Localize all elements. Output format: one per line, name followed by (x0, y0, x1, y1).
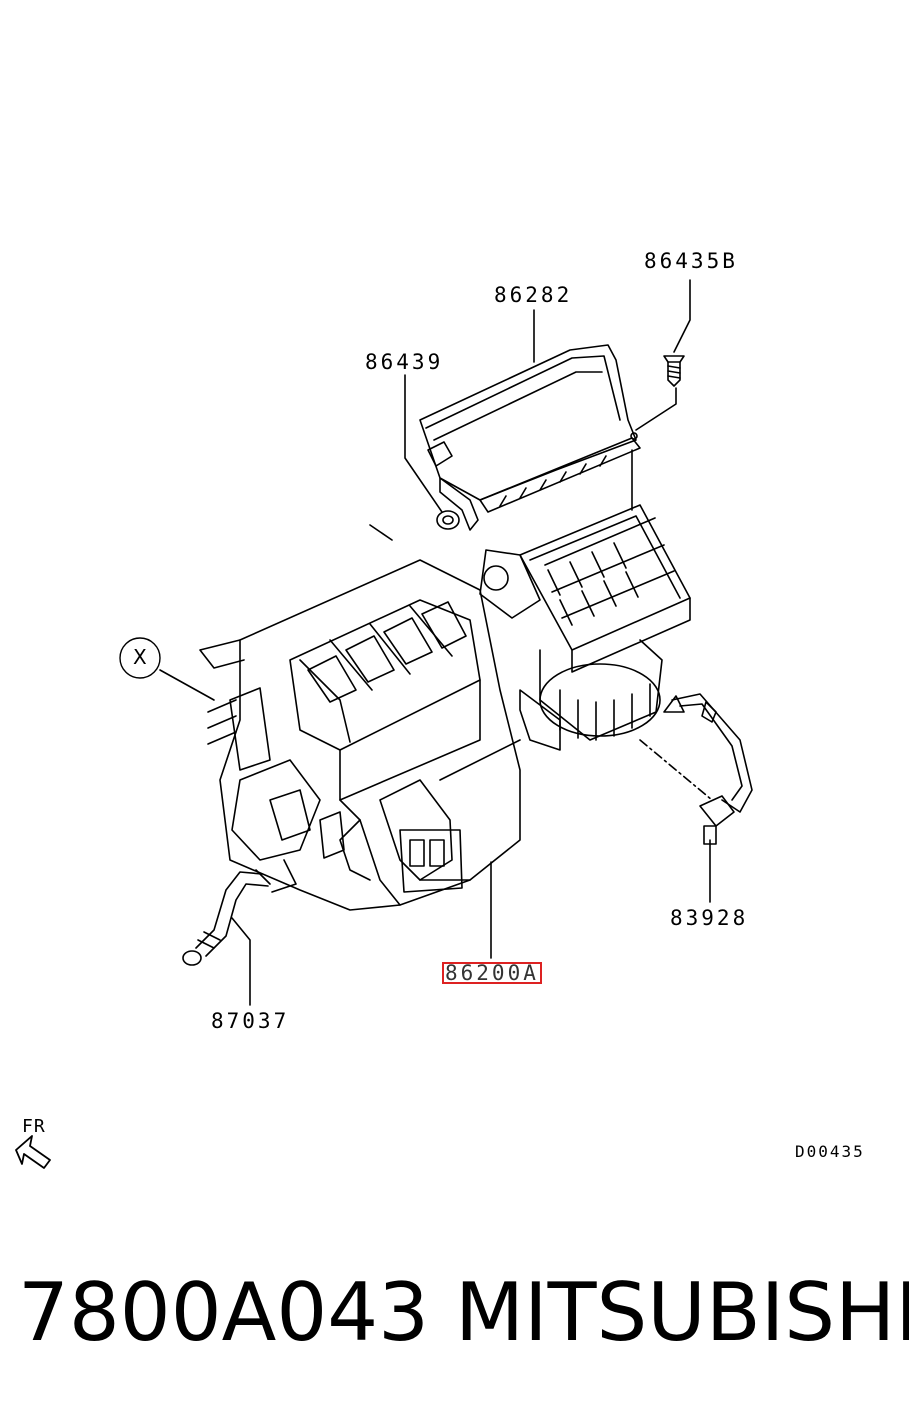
footer-brand: MITSUBISHI (455, 1266, 909, 1359)
blower-unit (479, 504, 691, 751)
callout-83928[interactable]: 83928 (670, 906, 749, 930)
drain-hose-part (182, 869, 271, 966)
callout-86439[interactable]: 86439 (365, 350, 444, 374)
callout-86435b[interactable]: 86435B (644, 249, 738, 273)
grommet-part (436, 510, 460, 530)
screw-part (663, 355, 685, 387)
drawing-number: D00435 (795, 1142, 865, 1161)
footer-part-number: 7800A043 (18, 1266, 430, 1359)
filter-cover-part (419, 344, 641, 531)
front-direction-arrow-icon (15, 1135, 51, 1169)
sensor-harness-part (663, 693, 753, 845)
marker-x-circle (119, 637, 161, 679)
marker-x-label: X (133, 645, 147, 669)
front-label: FR (22, 1116, 46, 1137)
leader-lines (159, 279, 713, 1006)
callout-86200a-highlighted[interactable]: 86200A (442, 962, 542, 984)
callout-87037[interactable]: 87037 (211, 1009, 290, 1033)
heater-case (199, 559, 521, 911)
callout-86282[interactable]: 86282 (494, 283, 573, 307)
